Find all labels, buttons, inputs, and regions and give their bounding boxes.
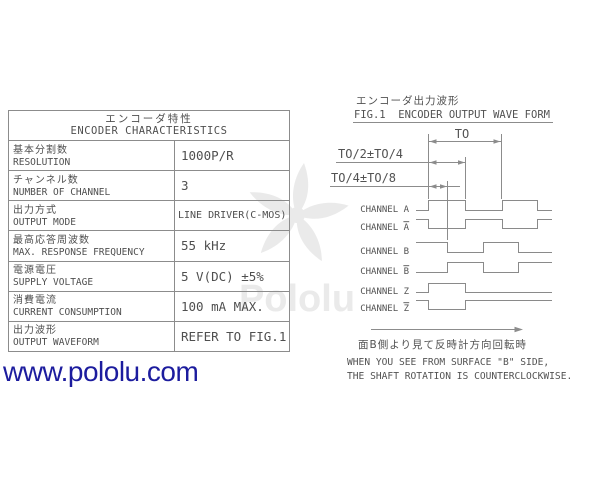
- row-label-en: OUTPUT MODE: [13, 216, 76, 228]
- row-label-en: RESOLUTION: [13, 156, 71, 168]
- table-title-en: ENCODER CHARACTERISTICS: [70, 125, 228, 137]
- row-label-jp: 消費電流: [13, 295, 57, 307]
- encoder-characteristics-table: エンコーダ特性 ENCODER CHARACTERISTICS 基本分割数 RE…: [8, 110, 290, 352]
- waveform-channel-b-bar: [416, 262, 552, 273]
- table-row: 消費電流 CURRENT CONSUMPTION 100 mA MAX.: [9, 291, 289, 322]
- row-label-en: SUPPLY VOLTAGE: [13, 277, 94, 289]
- table-row: 出力方式 OUTPUT MODE LINE DRIVER(C-MOS): [9, 201, 289, 232]
- table-title-jp: エンコーダ特性: [105, 113, 193, 125]
- row-value: 5 V(DC) ±5%: [174, 261, 289, 291]
- waveform-channel-z: [416, 283, 552, 293]
- waveform-channel-z-bar: [416, 300, 552, 310]
- figure-note-jp: 面B側より見て反時計方向回転時: [358, 338, 527, 351]
- dimension-lines: [330, 134, 502, 240]
- dim-label-quarter: TO/4±TO/8: [331, 171, 396, 185]
- channel-label: CHANNEL A: [360, 205, 409, 215]
- table-row: チャンネル数 NUMBER OF CHANNEL 3: [9, 171, 289, 202]
- row-label-en: CURRENT CONSUMPTION: [13, 307, 122, 319]
- channel-label: CHANNEL Z: [360, 287, 409, 297]
- waveform-channel-a: [416, 200, 552, 211]
- rotation-arrow: [371, 326, 523, 333]
- row-value: LINE DRIVER(C-MOS): [174, 201, 289, 231]
- row-value: 55 kHz: [174, 231, 289, 261]
- channel-label: CHANNEL B: [360, 267, 409, 277]
- table-row: 電源電圧 SUPPLY VOLTAGE 5 V(DC) ±5%: [9, 261, 289, 292]
- channel-label: CHANNEL B: [360, 247, 409, 257]
- table-header: エンコーダ特性 ENCODER CHARACTERISTICS: [9, 111, 289, 141]
- waveforms: [416, 200, 552, 310]
- row-value: 100 mA MAX.: [174, 291, 289, 321]
- row-label-en: NUMBER OF CHANNEL: [13, 186, 111, 198]
- row-label-jp: 出力波形: [13, 325, 57, 337]
- channel-label: CHANNEL Z: [360, 304, 409, 314]
- fig1-waveform-diagram: エンコーダ出力波形 FIG.1 ENCODER OUTPUT WAVE FORM…: [330, 94, 572, 382]
- row-label-jp: 基本分割数: [13, 144, 68, 156]
- dim-label-period: TO: [455, 127, 469, 141]
- row-label-jp: 最高応答周波数: [13, 234, 90, 246]
- figure-title-jp: エンコーダ出力波形: [356, 94, 460, 107]
- row-value: REFER TO FIG.1: [174, 321, 289, 351]
- row-label-jp: 出力方式: [13, 204, 57, 216]
- waveform-channel-b: [416, 242, 552, 253]
- pololu-url: www.pololu.com: [3, 356, 199, 387]
- channel-label: CHANNEL A: [360, 223, 409, 233]
- row-label-en: OUTPUT WAVEFORM: [13, 337, 99, 349]
- waveform-labels: CHANNEL A CHANNEL A CHANNEL B CHANNEL B CHAN…: [360, 205, 409, 314]
- figure-title-en: FIG.1 ENCODER OUTPUT WAVE FORM: [354, 109, 550, 121]
- row-value: 3: [174, 171, 289, 201]
- row-label-en: MAX. RESPONSE FREQUENCY: [13, 246, 145, 258]
- table-row: 基本分割数 RESOLUTION 1000P/R: [9, 141, 289, 172]
- figure-note-en2: THE SHAFT ROTATION IS COUNTERCLOCKWISE.: [347, 371, 572, 382]
- figure-note-en1: WHEN YOU SEE FROM SURFACE "B" SIDE,: [347, 357, 549, 368]
- table-row: 出力波形 OUTPUT WAVEFORM REFER TO FIG.1: [9, 321, 289, 351]
- dim-label-half: TO/2±TO/4: [338, 147, 403, 161]
- table-row: 最高応答周波数 MAX. RESPONSE FREQUENCY 55 kHz: [9, 231, 289, 262]
- waveform-channel-a-bar: [416, 219, 552, 229]
- row-value: 1000P/R: [174, 141, 289, 171]
- row-label-jp: 電源電圧: [13, 265, 57, 277]
- row-label-jp: チャンネル数: [13, 174, 79, 186]
